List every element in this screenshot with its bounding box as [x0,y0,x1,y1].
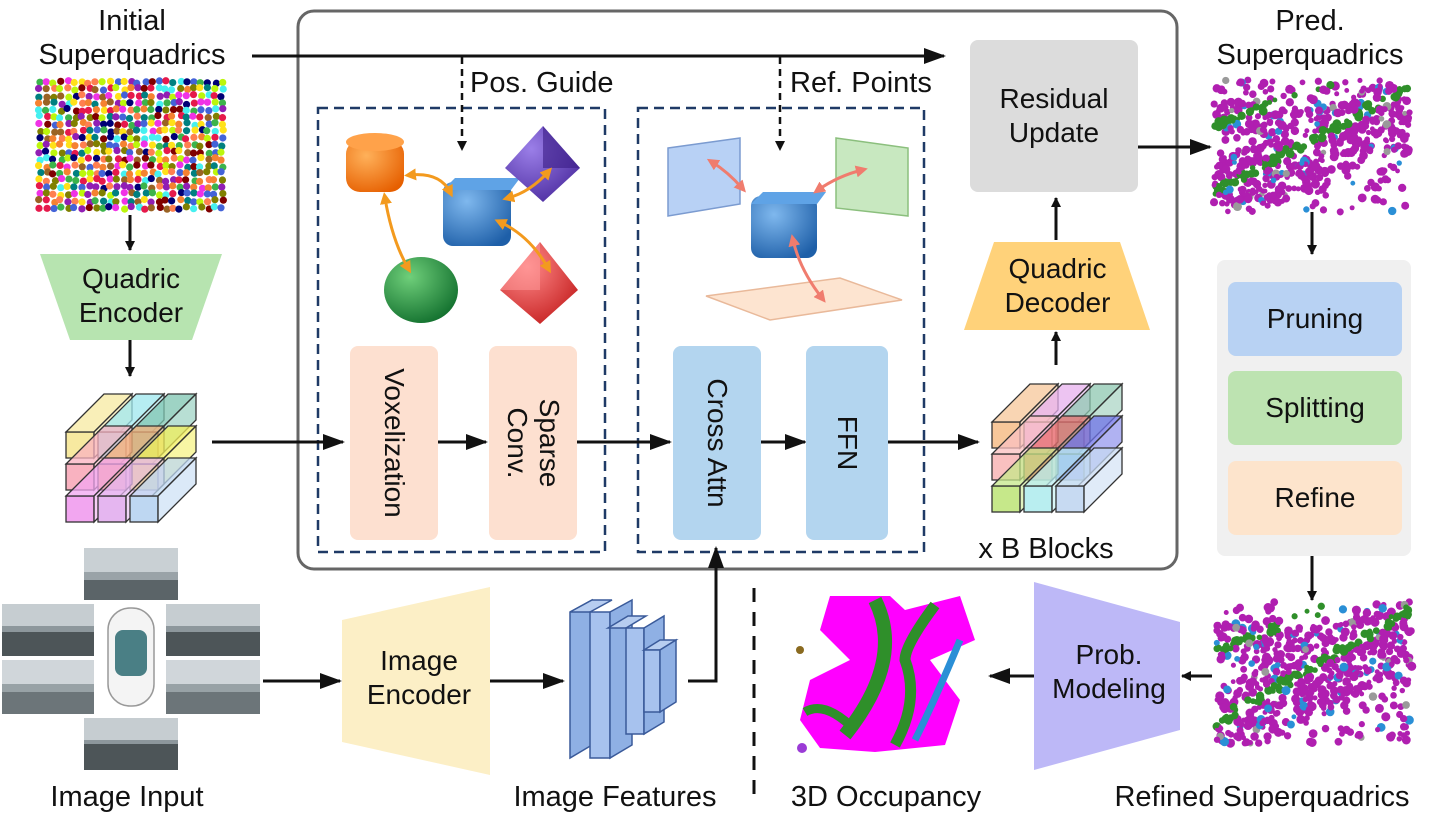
cross-attn-box: Cross Attn [673,346,761,540]
refined-superquadrics-label: Refined Superquadrics [1114,781,1410,813]
quadric-features-cubes [64,392,198,524]
occupancy-map [796,596,975,753]
pred-superquadrics-label: Pred. Superquadrics [1216,5,1404,71]
quadric-decoder-label: Quadric Decoder [1004,253,1111,318]
prob-modeling-shape [1034,582,1180,770]
cross-attn-label: Cross Attn [702,378,733,508]
pruning-box: Pruning [1228,282,1402,356]
ref-points-label: Ref. Points [790,67,932,99]
initial-superquadrics-cloud [34,77,227,213]
ref-points-shapes [667,137,909,321]
voxelization-box: Voxelization [350,346,438,540]
sparse-conv-label: Sparse Conv. [502,398,565,488]
image-features-label: Image Features [513,781,717,813]
voxelization-label: Voxelization [379,368,410,518]
pos-guide-shapes [346,126,580,324]
arrow-imgfeat-to-crossattn [688,546,724,683]
updated-features-cubes [990,382,1124,514]
attention-block [636,106,926,554]
main-block-frame [296,9,1179,571]
residual-update-box: Residual Update [970,40,1138,192]
position-guidance-block [316,106,607,554]
image-encoder-label: Image Encoder [366,645,472,710]
refine-box: Refine [1228,461,1402,535]
image-encoder-shape [342,587,490,775]
quadric-decoder-shape [964,242,1150,330]
blocks-count-label: x B Blocks [978,533,1114,565]
pred-superquadrics-cloud [1209,76,1413,216]
splitting-box: Splitting [1228,371,1402,445]
occupancy-label: 3D Occupancy [790,781,982,813]
pos-guide-label: Pos. Guide [470,67,614,99]
ffn-box: FFN [806,346,888,540]
image-features-layers [569,598,679,760]
quadric-encoder-shape [40,254,222,340]
quadric-encoder-label: Quadric Encoder [78,263,184,328]
image-input-cameras [2,548,260,770]
initial-superquadrics-label: Initial Superquadrics [38,5,226,71]
sparse-conv-box: Sparse Conv. [489,346,577,540]
image-input-label: Image Input [50,781,204,813]
ffn-label: FFN [832,415,863,471]
prob-modeling-label: Prob. Modeling [1052,639,1166,704]
refined-superquadrics-cloud [1212,598,1417,748]
